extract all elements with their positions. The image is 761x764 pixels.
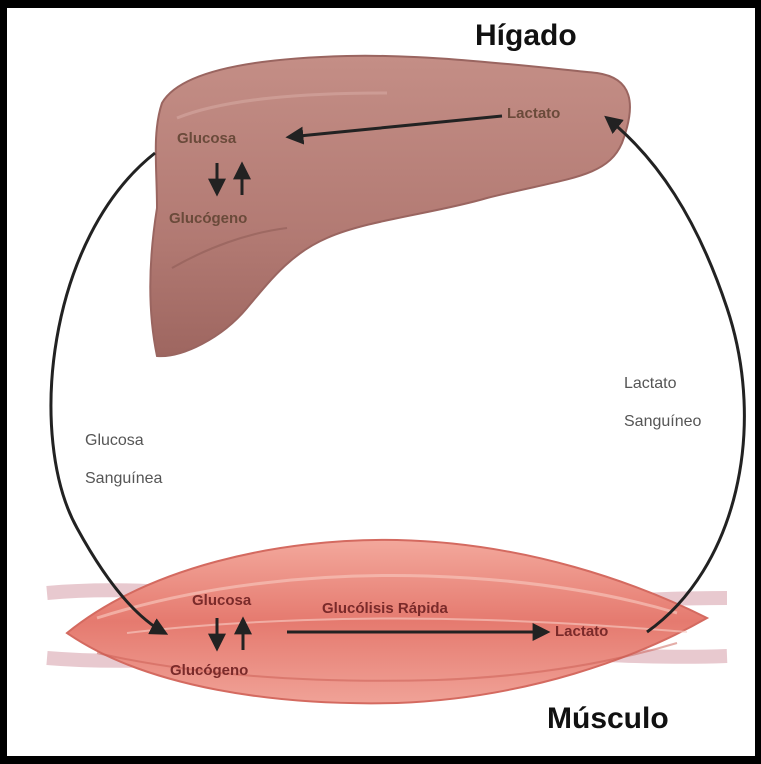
liver-glycogen-label: Glucógeno <box>169 210 247 227</box>
blood-lactate-label-2: Sanguíneo <box>624 413 702 430</box>
muscle-glycogen-label: Glucógeno <box>170 662 248 679</box>
liver-organ <box>150 56 630 356</box>
blood-lactate-label-1: Lactato <box>624 375 677 392</box>
blood-glucose-label-2: Sanguínea <box>85 470 163 487</box>
diagram-panel: Hígado Músculo Glucosa Lactato Glucógeno… <box>7 8 755 756</box>
muscle-process-label: Glucólisis Rápida <box>322 600 449 617</box>
blood-glucose-arc <box>51 153 165 633</box>
blood-glucose-label-1: Glucosa <box>85 432 144 449</box>
muscle-title: Músculo <box>547 702 669 735</box>
muscle-shape <box>67 540 707 703</box>
muscle-lactate-label: Lactato <box>555 623 608 640</box>
cori-cycle-diagram: Hígado Músculo Glucosa Lactato Glucógeno… <box>7 8 755 756</box>
liver-glucose-label: Glucosa <box>177 130 237 147</box>
liver-title: Hígado <box>475 19 577 52</box>
liver-shape <box>150 56 630 356</box>
muscle-glucose-label: Glucosa <box>192 592 252 609</box>
liver-lactate-label: Lactato <box>507 105 560 122</box>
